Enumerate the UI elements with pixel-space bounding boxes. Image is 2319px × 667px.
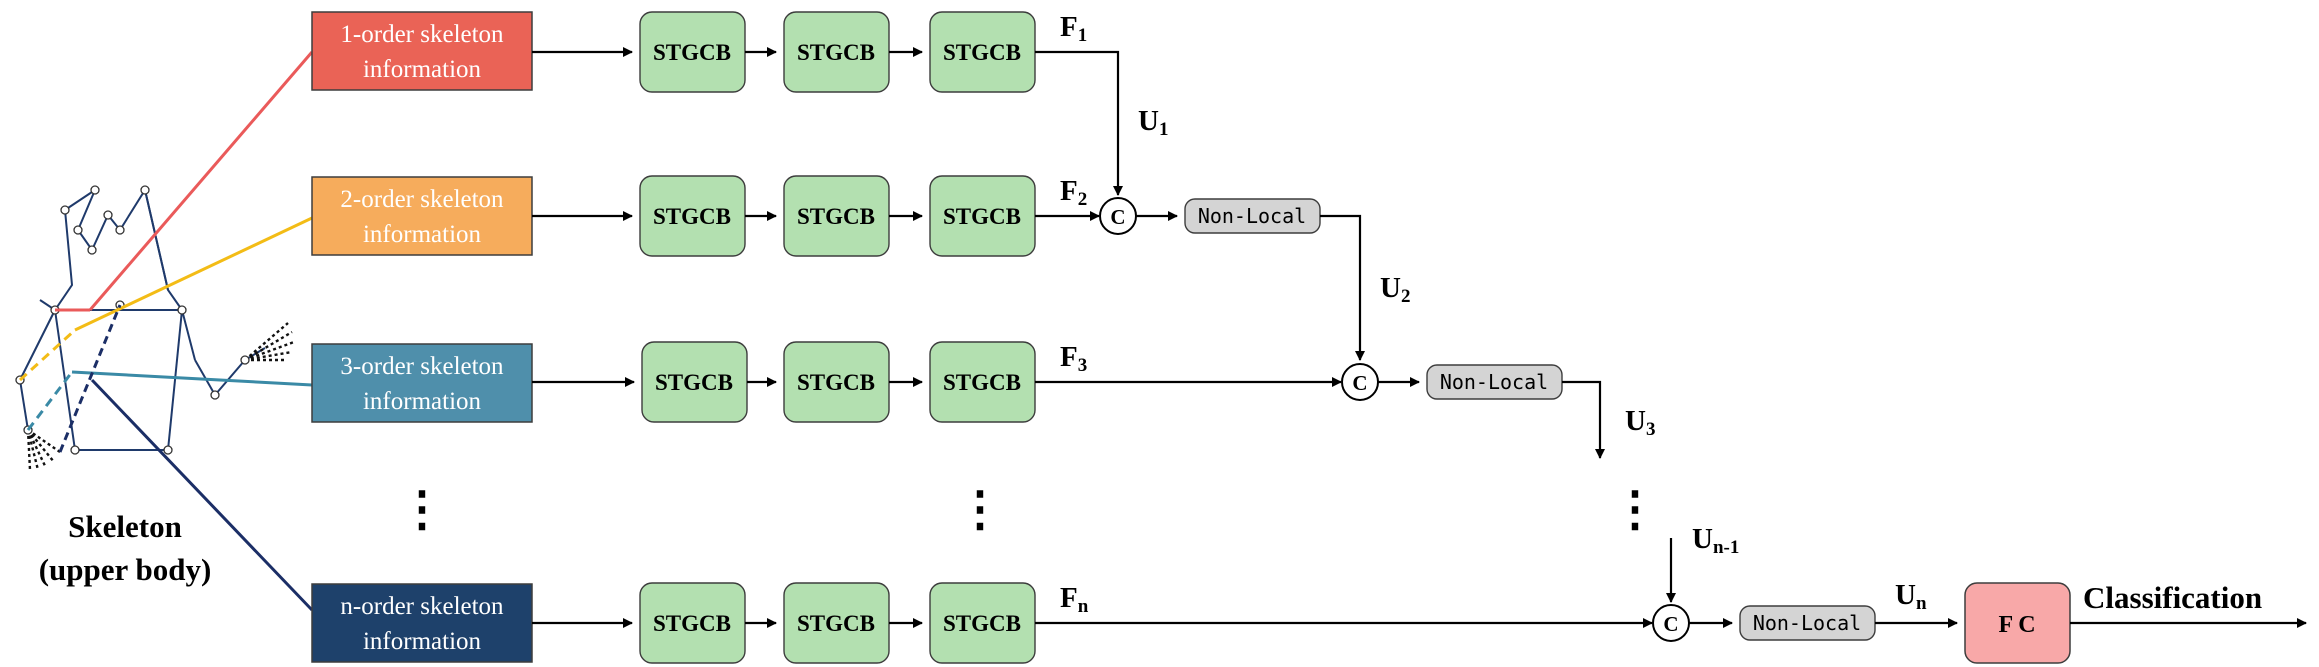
skeleton-figure	[15, 185, 295, 471]
stgcb-row-n: STGCB STGCB STGCB Fn Un-1 C Non-Local Un…	[532, 523, 2307, 664]
fc-label: F C	[1998, 612, 2035, 638]
fusion-label-u3: U3	[1625, 405, 1655, 440]
stgcb-label: STGCB	[943, 611, 1021, 636]
stgcb-row-3: STGCB STGCB STGCB F3 C Non-Local U3	[532, 341, 1655, 459]
stgcb-label: STGCB	[797, 611, 875, 636]
non-local-label: Non-Local	[1440, 370, 1548, 394]
concat-label: C	[1352, 371, 1367, 395]
non-local-label: Non-Local	[1198, 204, 1306, 228]
skeleton-subtitle: (upper body)	[39, 552, 212, 587]
input-box-3: 3-order skeleton information	[311, 343, 533, 423]
skeleton-bone	[76, 187, 169, 291]
stgcb-label: STGCB	[653, 204, 731, 229]
stgcb-label: STGCB	[653, 611, 731, 636]
stgcb-row-1: STGCB STGCB STGCB F1 U1	[532, 11, 1168, 196]
stgcb-row-2: STGCB STGCB STGCB F2 C Non-Local U2	[532, 175, 1410, 361]
stgcb-label: STGCB	[797, 40, 875, 65]
navy-link-local	[58, 304, 122, 453]
order-box-line1: 3-order skeleton	[340, 353, 504, 380]
skeleton-bone	[214, 359, 246, 396]
order-box	[311, 11, 533, 91]
fusion-label-un1: Un-1	[1692, 523, 1739, 558]
feature-label-3: F3	[1060, 341, 1087, 376]
concat-label: C	[1110, 205, 1125, 229]
stgcb-label: STGCB	[943, 40, 1021, 65]
input-box-n: n-order skeleton information	[311, 583, 533, 663]
input-box-1: 1-order skeleton information	[311, 11, 533, 91]
feature-label-n: Fn	[1060, 582, 1089, 617]
right-hand	[244, 322, 295, 362]
order-box-line2: information	[363, 388, 482, 415]
yellow-link	[74, 216, 313, 332]
input-box-2: 2-order skeleton information	[311, 176, 533, 256]
fusion-label-un: Un	[1895, 579, 1927, 614]
stgcb-label: STGCB	[797, 370, 875, 395]
skeleton-bone	[64, 189, 96, 211]
order-box-line2: information	[363, 56, 482, 83]
stgcb-label: STGCB	[797, 204, 875, 229]
u2-path	[1320, 214, 1365, 361]
output-label: Classification	[2083, 580, 2262, 615]
non-local-label: Non-Local	[1753, 611, 1861, 635]
skeleton-bone	[167, 309, 183, 451]
ellipsis-fusion: ⋮	[1611, 483, 1659, 536]
ellipsis-inputs: ⋮	[398, 483, 446, 536]
navy-link	[90, 378, 314, 612]
stgcb-label: STGCB	[653, 40, 731, 65]
skeleton-bone	[19, 379, 29, 431]
skeleton-bone	[194, 359, 216, 396]
order-box	[311, 343, 533, 423]
order-box-line1: 2-order skeleton	[340, 186, 504, 213]
stgcb-label: STGCB	[943, 204, 1021, 229]
order-box-line2: information	[363, 628, 482, 655]
feature-label-1: F1	[1060, 11, 1087, 46]
skeleton-bone	[181, 309, 196, 361]
stgcb-label: STGCB	[943, 370, 1021, 395]
skeleton-bone	[144, 189, 183, 311]
order-box-line1: n-order skeleton	[340, 593, 504, 620]
skeleton-bone	[19, 309, 56, 381]
left-hand	[26, 429, 61, 471]
skeleton-title: Skeleton	[68, 509, 182, 544]
yellow-link-local	[18, 328, 77, 382]
f1-path	[1035, 50, 1123, 196]
order-box	[311, 176, 533, 256]
order-box-line1: 1-order skeleton	[340, 21, 504, 48]
teal-link-local	[26, 371, 74, 431]
u3-path	[1562, 380, 1605, 459]
concat-label: C	[1663, 612, 1678, 636]
teal-link	[71, 370, 313, 387]
red-link	[88, 51, 314, 311]
fusion-label-u2: U2	[1380, 272, 1410, 307]
skeleton-bone	[39, 209, 74, 312]
feature-label-2: F2	[1060, 175, 1087, 210]
order-box-line2: information	[363, 221, 482, 248]
fusion-label-u1: U1	[1138, 105, 1168, 140]
stgcb-label: STGCB	[655, 370, 733, 395]
skeleton-links	[18, 51, 314, 612]
ellipsis-stgcb: ⋮	[956, 483, 1004, 536]
